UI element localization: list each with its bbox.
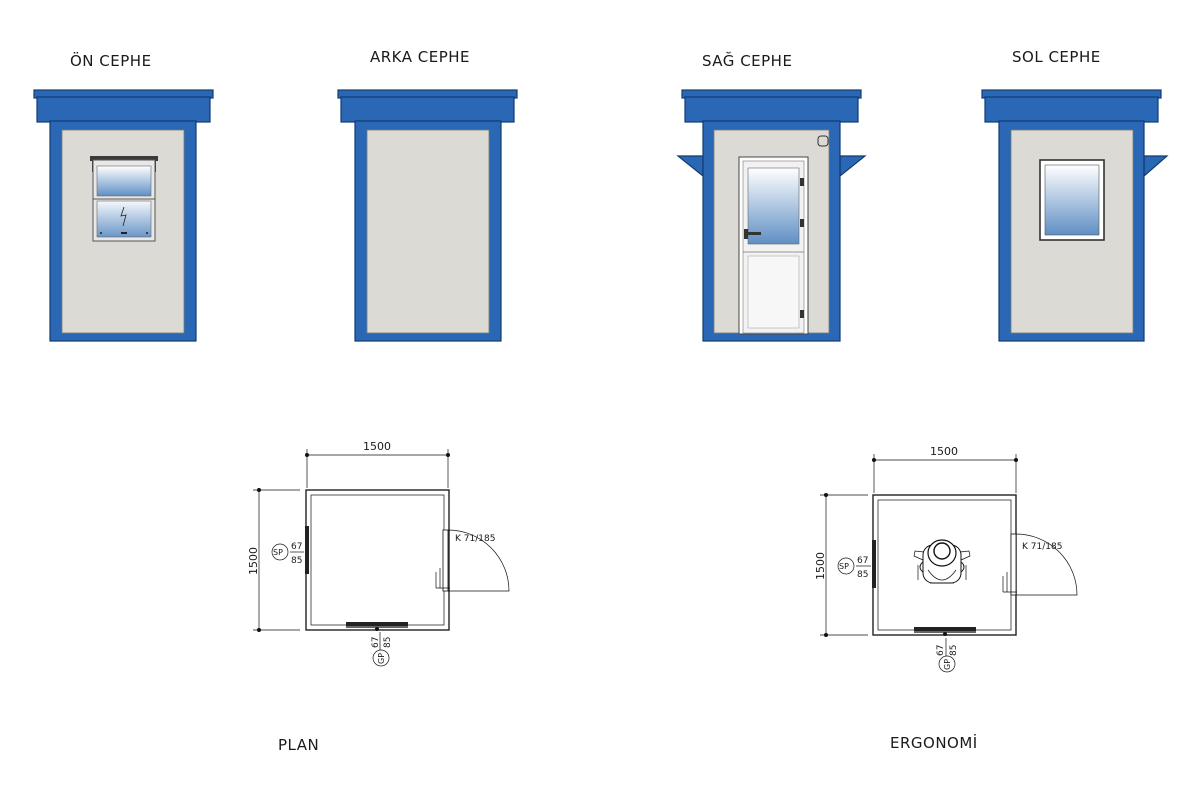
ergonomy-bottom-window-den: 85 <box>949 645 959 656</box>
ergonomy-height-dimension: 1500 <box>814 552 827 580</box>
plan-side-window-code: SP <box>273 548 283 557</box>
plan-height-dimension: 1500 <box>247 547 260 575</box>
plan-side-window-den: 85 <box>291 556 302 566</box>
ergonomy-width-dimension: 1500 <box>930 445 958 458</box>
ergonomy-side-window-code: SP <box>839 562 849 571</box>
ergonomy-title: ERGONOMİ <box>890 733 978 752</box>
ergonomy-side-window-den: 85 <box>857 570 868 580</box>
back-elevation-title: ARKA CEPHE <box>370 48 470 66</box>
front-elevation-title: ÖN CEPHE <box>70 51 152 70</box>
back-elevation <box>337 89 518 342</box>
plan-width-dimension: 1500 <box>363 440 391 453</box>
ergonomy-door-tag: K 71/185 <box>1022 542 1062 552</box>
person-top-view-icon <box>913 539 971 584</box>
ergonomy-bottom-window-num: 67 <box>936 645 946 656</box>
ergonomy-bottom-window-code: GP <box>943 659 952 670</box>
plan-bottom-window-code: GP <box>377 653 386 664</box>
front-elevation <box>33 89 214 342</box>
plan-title: PLAN <box>278 736 319 754</box>
ergonomy-drawing: 1500 1500 SP 67 85 67 85 GP K 71/185 <box>814 445 1078 673</box>
plan-drawing: 1500 1500 SP 67 85 67 85 GP K 71/185 <box>247 440 510 667</box>
ergonomy-side-window-num: 67 <box>857 556 868 566</box>
right-elevation-title: SAĞ CEPHE <box>702 51 792 70</box>
plan-side-window-num: 67 <box>291 542 302 552</box>
left-elevation-title: SOL CEPHE <box>1012 48 1101 66</box>
plan-bottom-window-num: 67 <box>371 637 381 648</box>
right-elevation <box>676 89 867 342</box>
plan-door-tag: K 71/185 <box>455 534 495 544</box>
left-elevation <box>981 89 1169 342</box>
plan-bottom-window-den: 85 <box>383 637 393 648</box>
